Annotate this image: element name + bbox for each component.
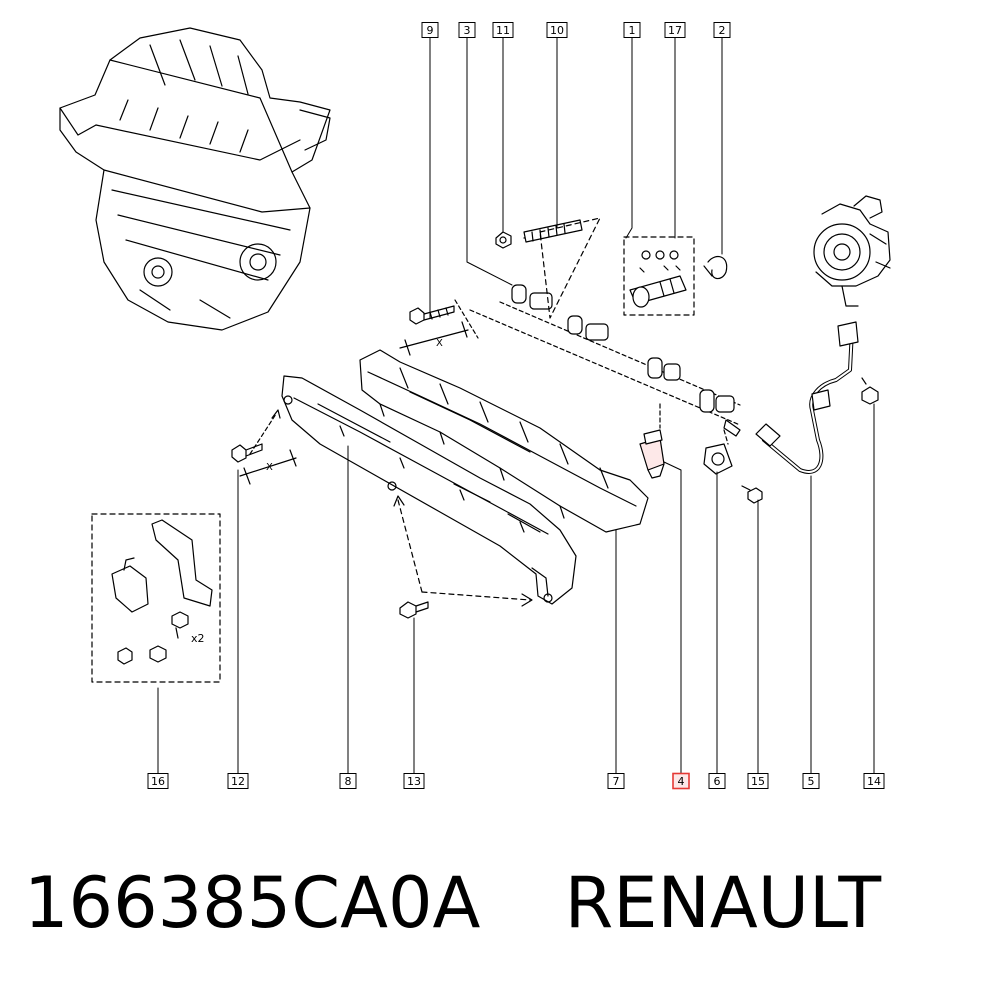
callout-label: 2 bbox=[719, 24, 726, 37]
fuel-pump-illustration bbox=[813, 195, 891, 307]
callout-label: 6 bbox=[714, 775, 721, 788]
callout-4: 4 bbox=[672, 772, 690, 790]
callout-box bbox=[492, 22, 514, 38]
callout-label: 11 bbox=[496, 24, 510, 37]
callout-box bbox=[713, 22, 731, 38]
injector-3 bbox=[647, 357, 681, 381]
callout-14: 14 bbox=[863, 773, 885, 789]
callout-label: 14 bbox=[867, 775, 881, 788]
injector-4 bbox=[699, 389, 735, 413]
quantity-note: x2 bbox=[191, 632, 205, 645]
callout-box bbox=[708, 773, 726, 789]
callout-label: 9 bbox=[427, 24, 434, 37]
callout-label: 8 bbox=[345, 775, 352, 788]
injector-2 bbox=[567, 315, 609, 341]
part-number: 166385CA0A bbox=[24, 862, 481, 944]
engine-block-illustration bbox=[59, 27, 331, 331]
callout-box bbox=[458, 22, 476, 38]
callout-label: 12 bbox=[231, 775, 245, 788]
callout-label: 16 bbox=[151, 775, 165, 788]
bolt-part-14 bbox=[861, 377, 879, 405]
callout-label: 1 bbox=[629, 24, 636, 37]
injector-part-1 bbox=[629, 275, 687, 308]
stud-part-10 bbox=[523, 219, 583, 243]
callouts-bottom-row: 16 12 8 13 7 4 6 15 5 14 bbox=[147, 772, 885, 790]
callout-9: 9 bbox=[421, 22, 439, 38]
callout-box bbox=[546, 22, 568, 38]
callout-label: 15 bbox=[751, 775, 765, 788]
callout-box bbox=[664, 22, 686, 38]
sensor-bracket-kit-part-16 bbox=[91, 513, 221, 683]
callout-box bbox=[339, 773, 357, 789]
callout-label: 7 bbox=[613, 775, 620, 788]
brand-name: RENAULT bbox=[564, 862, 882, 944]
callout-label: 17 bbox=[668, 24, 682, 37]
callout-15: 15 bbox=[747, 773, 769, 789]
callout-box bbox=[672, 772, 690, 790]
bolt-part-15 bbox=[741, 485, 763, 504]
callout-12: 12 bbox=[227, 773, 249, 789]
nut-part-11 bbox=[495, 231, 512, 249]
seal-kit-part-17 bbox=[623, 236, 695, 316]
callout-5: 5 bbox=[802, 773, 820, 789]
callout-2: 2 bbox=[713, 22, 731, 38]
callout-label: 3 bbox=[464, 24, 471, 37]
fuel-pipe-part-5 bbox=[755, 321, 859, 474]
callout-box bbox=[747, 773, 769, 789]
callout-box bbox=[607, 773, 625, 789]
callout-label: 13 bbox=[407, 775, 421, 788]
callout-box bbox=[802, 773, 820, 789]
callout-10: 10 bbox=[546, 22, 568, 38]
bracket-part-6 bbox=[703, 419, 741, 475]
heat-shield-part-8 bbox=[281, 375, 577, 605]
callout-17: 17 bbox=[664, 22, 686, 38]
callout-box bbox=[863, 773, 885, 789]
bolt-part-9 bbox=[399, 299, 479, 356]
callouts-top-row: 9 3 11 10 1 17 2 bbox=[421, 22, 731, 38]
parts-diagram: X X x2 9 3 11 10 1 17 2 16 12 8 13 7 4 6 15 5 14 bbox=[59, 22, 891, 790]
callout-label: 10 bbox=[550, 24, 564, 37]
callout-3: 3 bbox=[458, 22, 476, 38]
callout-box bbox=[227, 773, 249, 789]
injectors-group bbox=[469, 284, 741, 426]
callout-label: 5 bbox=[808, 775, 815, 788]
caption: 166385CA0A RENAULT bbox=[24, 858, 881, 948]
callout-box bbox=[403, 773, 425, 789]
fuel-rail-cover-part-7 bbox=[359, 349, 649, 533]
bolt-part-13 bbox=[393, 495, 533, 619]
callout-7: 7 bbox=[607, 773, 625, 789]
callout-13: 13 bbox=[403, 773, 425, 789]
callout-label: 4 bbox=[678, 775, 685, 788]
pressure-sensor-part-4 bbox=[639, 403, 665, 479]
bolt-part-12 bbox=[231, 409, 297, 485]
callout-box bbox=[147, 773, 169, 789]
dimension-x-lower: X bbox=[266, 462, 273, 473]
leader-lines bbox=[157, 36, 875, 774]
callout-1: 1 bbox=[623, 22, 641, 38]
injector-1 bbox=[511, 284, 553, 310]
dimension-x-upper: X bbox=[436, 338, 443, 349]
callout-6: 6 bbox=[708, 773, 726, 789]
callout-box bbox=[421, 22, 439, 38]
callout-16: 16 bbox=[147, 773, 169, 789]
clip-part-2 bbox=[703, 255, 728, 280]
callout-11: 11 bbox=[492, 22, 514, 38]
callout-8: 8 bbox=[339, 773, 357, 789]
callout-box bbox=[623, 22, 641, 38]
